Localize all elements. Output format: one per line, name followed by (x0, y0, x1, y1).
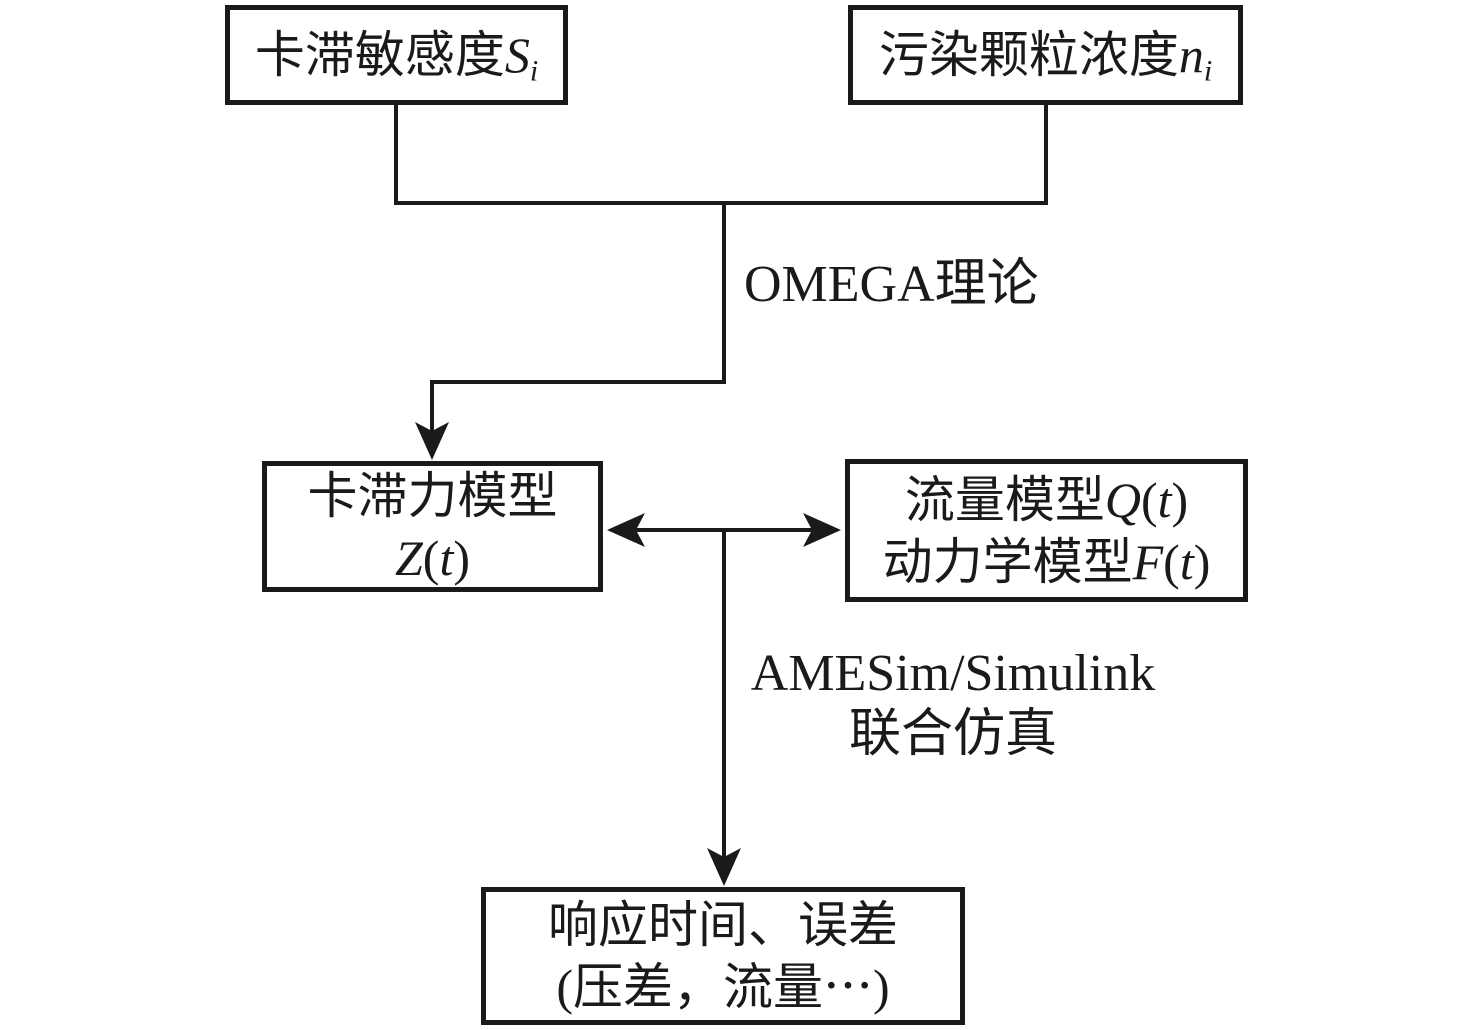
box-particle-concentration-text: 污染颗粒浓度ni (879, 24, 1212, 86)
dynamics-model-line: 动力学模型F(t) (883, 531, 1211, 593)
particle-concentration-variable: n (1178, 27, 1204, 83)
particle-concentration-subscript: i (1203, 54, 1213, 88)
stick-force-model-line1: 卡滞力模型 (307, 467, 558, 524)
dynamics-model-paren-open: ( (1163, 533, 1180, 590)
box-stick-sensitivity: 卡滞敏感度Si (225, 5, 568, 105)
dynamics-model-label: 动力学模型 (882, 533, 1133, 590)
simulation-output-line2: (压差，流量⋯) (556, 959, 890, 1015)
stick-sensitivity-label: 卡滞敏感度 (254, 27, 505, 83)
stick-force-model-argument: t (439, 529, 454, 586)
box-stick-force-model: 卡滞力模型 Z(t) (262, 461, 603, 592)
dynamics-model-paren-close: ) (1193, 533, 1211, 590)
cosimulation-line2: 联合仿真 (848, 706, 1057, 764)
particle-concentration-label: 污染颗粒浓度 (878, 27, 1179, 83)
arrowhead-down-stick-force-model (415, 422, 449, 460)
dynamics-model-variable: F (1132, 533, 1164, 590)
arrowhead-down-simulation-output (707, 848, 741, 886)
stick-force-model-paren-open: ( (422, 529, 440, 586)
box-stick-sensitivity-text: 卡滞敏感度Si (255, 24, 538, 86)
flow-model-line: 流量模型Q(t) (905, 469, 1188, 531)
dynamics-model-argument: t (1179, 533, 1194, 590)
flow-model-paren-close: ) (1171, 471, 1189, 528)
stick-force-model-paren-close: ) (453, 529, 471, 586)
box-flow-dynamics-model: 流量模型Q(t) 动力学模型F(t) (845, 459, 1248, 602)
flow-model-label: 流量模型 (904, 471, 1105, 528)
arrowhead-left-stick-force-model (607, 513, 645, 547)
cosimulation-line1: AMESim/Simulink (750, 645, 1156, 702)
flow-model-variable: Q (1104, 471, 1141, 528)
flow-model-argument: t (1157, 471, 1172, 528)
arrowhead-right-flow-dynamics-model (803, 513, 841, 547)
box-particle-concentration: 污染颗粒浓度ni (848, 5, 1243, 105)
stick-sensitivity-variable: S (504, 27, 530, 83)
box-simulation-output: 响应时间、误差 (压差，流量⋯) (481, 887, 965, 1025)
edge-label-cosimulation: AMESim/Simulink 联合仿真 (740, 643, 1166, 766)
stick-force-model-line2: Z(t) (395, 527, 470, 589)
flow-model-paren-open: ( (1140, 471, 1158, 528)
simulation-output-line1: 响应时间、误差 (548, 897, 898, 953)
stick-force-model-variable: Z (394, 529, 423, 586)
edge-label-omega-theory: OMEGA理论 (744, 256, 1039, 313)
stick-sensitivity-subscript: i (529, 54, 539, 88)
